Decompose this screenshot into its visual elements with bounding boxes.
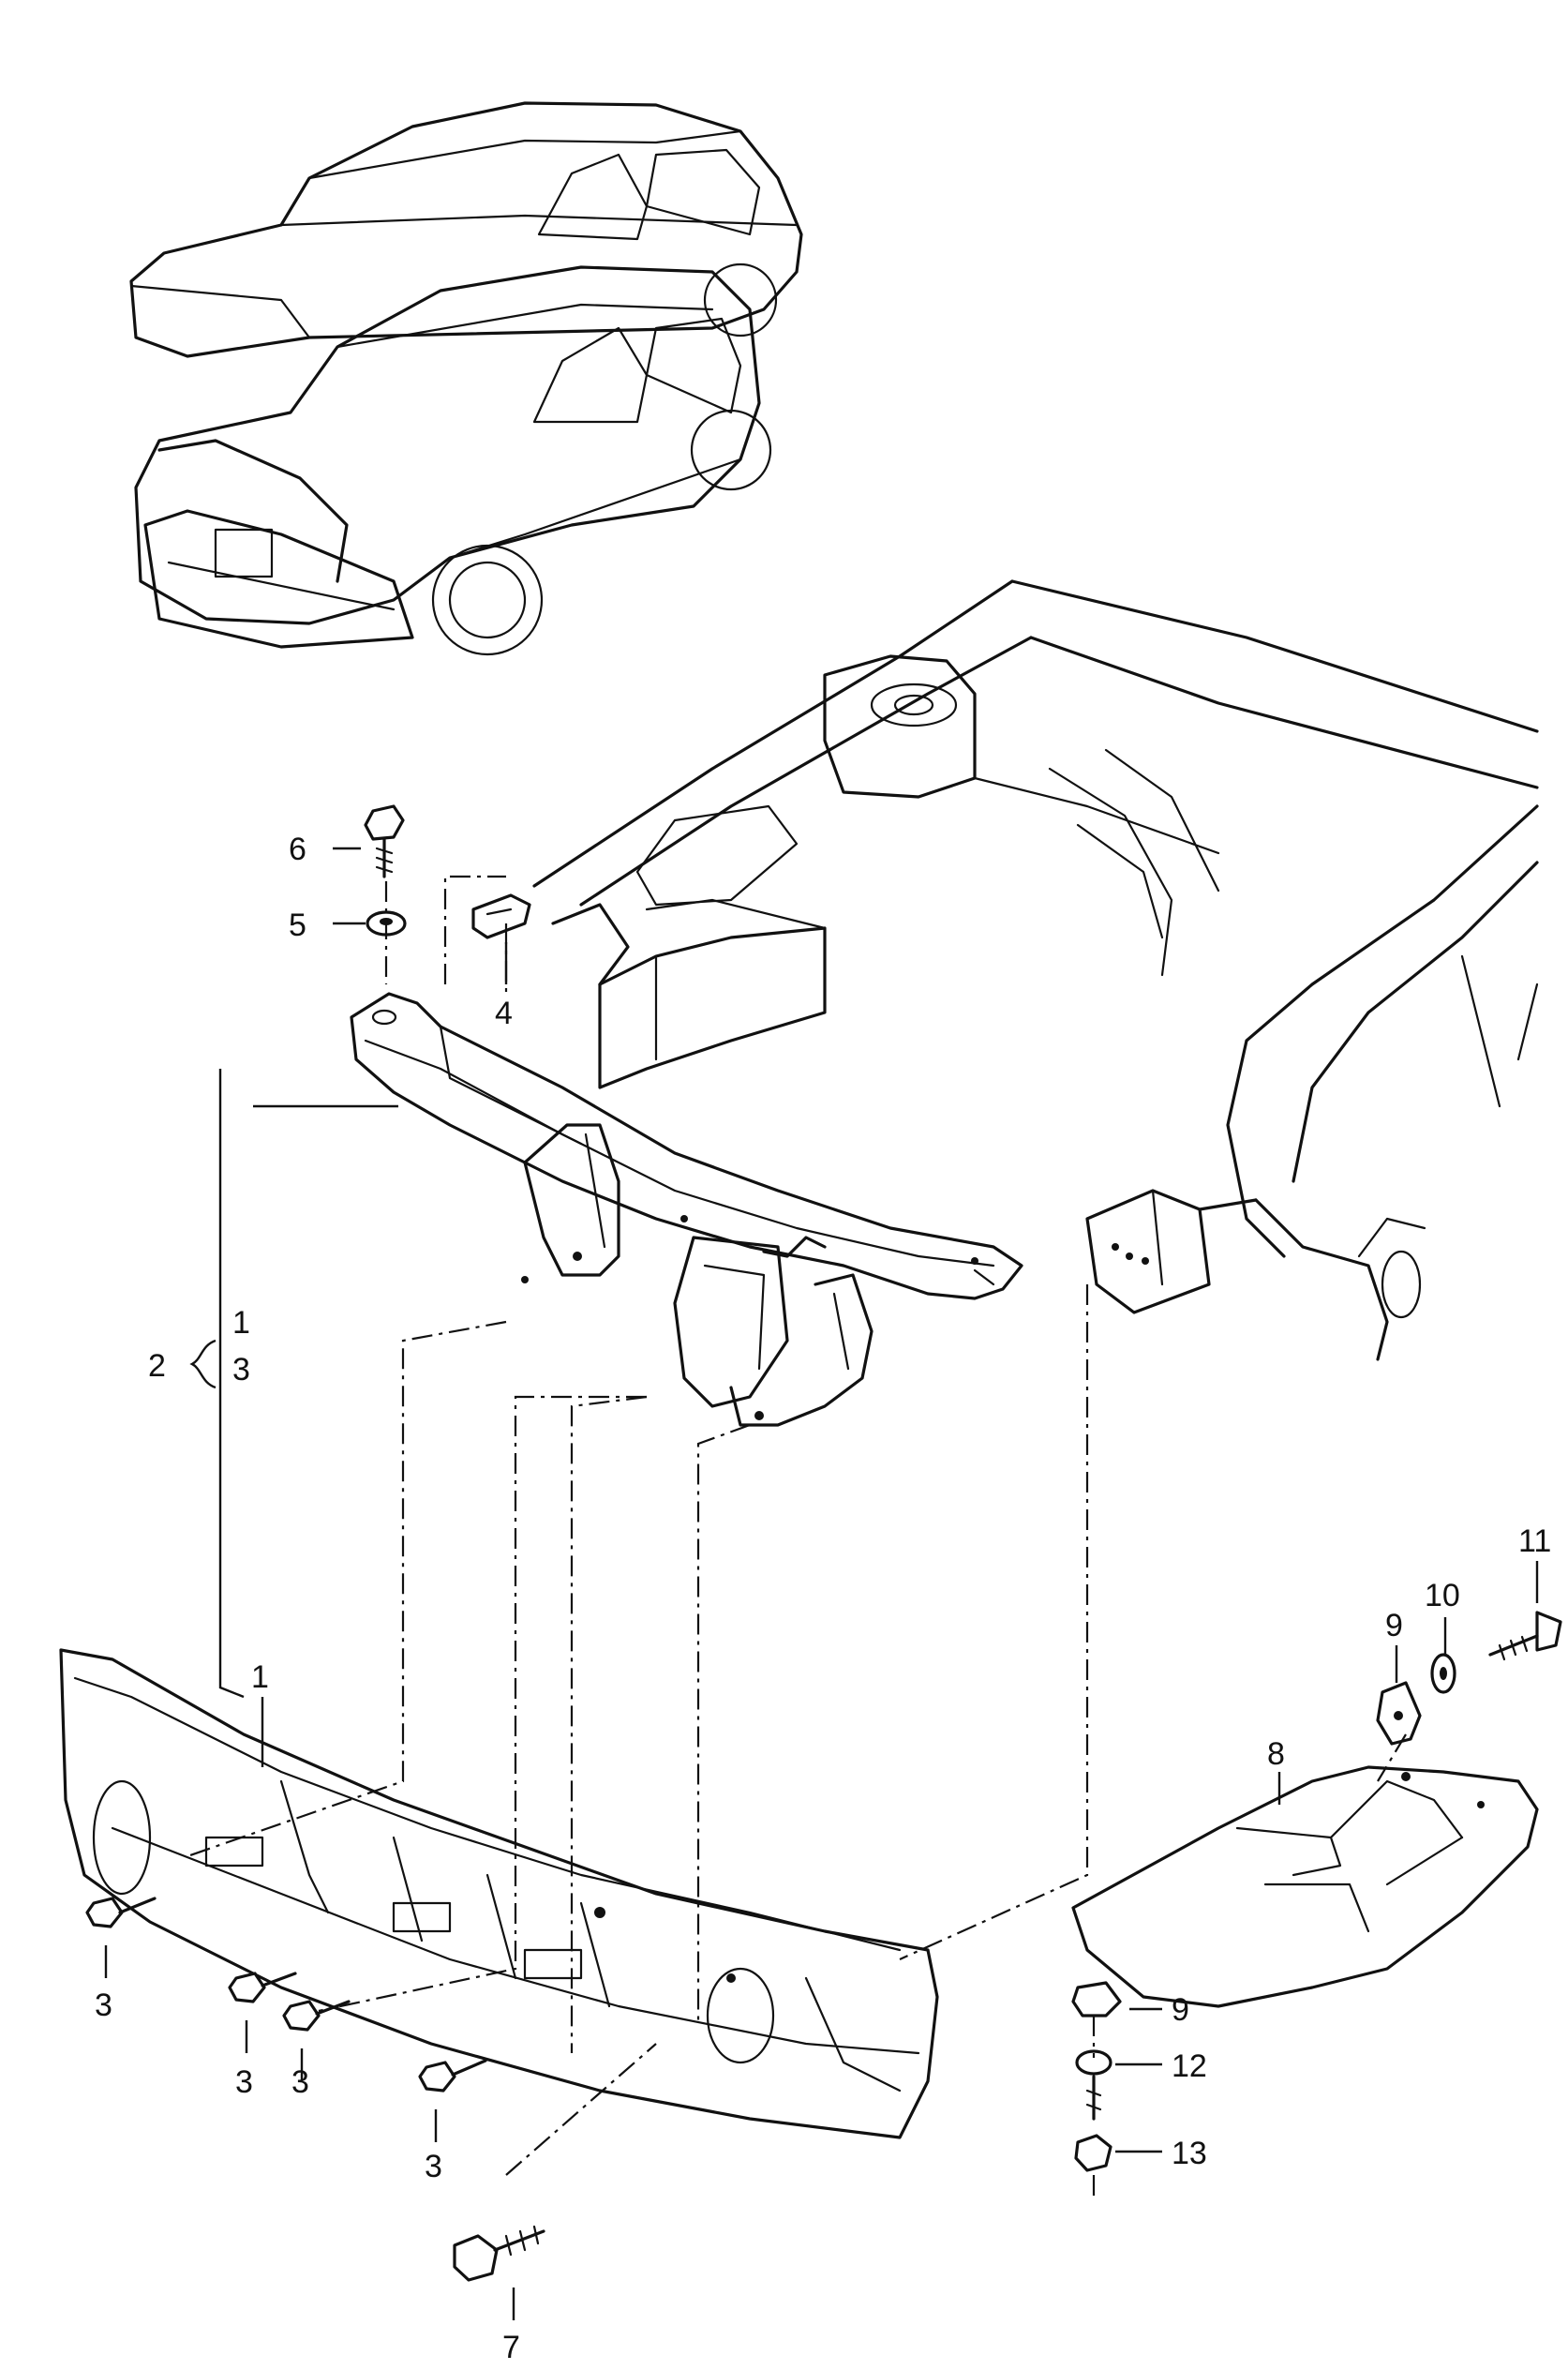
car-illustration-rear — [129, 101, 803, 358]
callout-3-d: 3 — [425, 2149, 442, 2184]
callout-3-a: 3 — [95, 1988, 112, 2023]
callout-12: 12 — [1172, 2048, 1207, 2084]
lock-carrier — [350, 992, 1023, 1427]
callout-3-b: 3 — [235, 2064, 253, 2100]
callout-5: 5 — [289, 908, 306, 943]
screw-11 — [1488, 1611, 1562, 1661]
callout-1-top: 1 — [232, 1305, 250, 1341]
callout-11: 11 — [1518, 1523, 1551, 1559]
body-shell — [532, 579, 1539, 1361]
clip-9-top — [1376, 1681, 1422, 1746]
callout-labels: 6 5 4 1 2 3 1 3 3 3 3 7 8 9 10 11 9 12 1… — [95, 832, 1551, 2365]
washer-10 — [1430, 1653, 1456, 1694]
callout-2: 2 — [148, 1348, 166, 1384]
bolt-6 — [364, 804, 405, 878]
screw-3-a — [85, 1897, 157, 1928]
callout-4: 4 — [495, 996, 513, 1031]
grommet-12 — [1075, 2049, 1113, 2121]
car-illustration-front — [134, 265, 772, 656]
callout-6: 6 — [289, 832, 306, 867]
callout-3-c: 3 — [291, 2064, 309, 2100]
nut-13 — [1074, 2134, 1113, 2172]
air-guide — [1071, 1765, 1539, 2008]
screw-3-b — [228, 1972, 297, 2003]
clip-9-bottom — [1071, 1981, 1122, 2018]
leader-lines — [104, 847, 1539, 2320]
callout-7: 7 — [502, 2330, 520, 2365]
callout-3-group: 3 — [232, 1352, 250, 1388]
bumper-carrier — [59, 1648, 939, 2139]
callout-8: 8 — [1267, 1736, 1285, 1772]
callout-9-bottom: 9 — [1172, 1992, 1189, 2028]
callout-10: 10 — [1425, 1578, 1460, 1613]
assembly-lines — [187, 875, 1407, 2198]
callout-1-bumper: 1 — [251, 1659, 269, 1695]
callout-9-top: 9 — [1385, 1608, 1403, 1643]
screw-3-d — [418, 2059, 487, 2092]
bolt-7 — [453, 2225, 545, 2282]
callout-13: 13 — [1172, 2136, 1207, 2171]
screw-3-c — [282, 2000, 351, 2032]
clip-4 — [471, 893, 531, 939]
